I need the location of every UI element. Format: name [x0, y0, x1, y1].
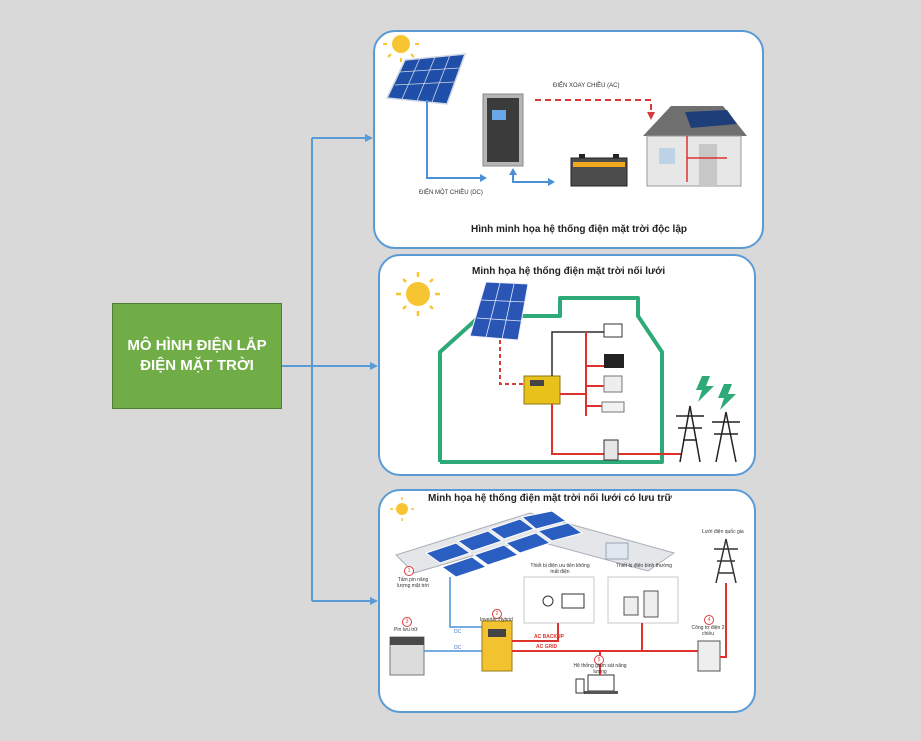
pylon-icon: [676, 405, 740, 463]
solar-panel-icon: [469, 281, 529, 341]
step-2-badge: 2: [492, 609, 502, 619]
battery-icon: [389, 636, 425, 676]
step-4-badge: 4: [704, 615, 714, 625]
inverter-label: Inverter Hybrid: [480, 617, 513, 623]
meter-label: Công tơ điện 2 chiều: [691, 625, 725, 637]
panel3-title: Minh họa hệ thống điện mặt trời nối lưới…: [428, 493, 672, 504]
grid-storage-diagram: [389, 497, 738, 694]
monitor-label: Hệ thống giám sát năng lượng: [573, 663, 627, 675]
panel-grid-storage: Minh họa hệ thống điện mặt trời nối lưới…: [378, 489, 756, 713]
dc-label-1: DC: [454, 629, 462, 635]
grid-tied-diagram: [396, 272, 740, 464]
solar-array-icon: [424, 510, 584, 578]
ac-grid-label: AC GRID: [536, 644, 558, 650]
step-3-badge: 3: [402, 617, 412, 627]
dc-label: ĐIỆN MỘT CHIỀU (DC): [419, 190, 483, 196]
sun-icon: [396, 272, 440, 316]
hybrid-inverter-icon: [481, 620, 513, 672]
panel2-title: Minh họa hệ thống điện mặt trời nối lưới: [472, 266, 666, 277]
meter-icon: [697, 640, 721, 672]
root-node: MÔ HÌNH ĐIỆN LẮP ĐIỆN MẶT TRỜI: [112, 303, 282, 409]
battery-icon: [570, 154, 628, 187]
house-outline: [438, 296, 664, 464]
normal-devices-box: [607, 576, 679, 624]
sun-icon: [383, 35, 419, 62]
washer-icon: [603, 375, 623, 393]
solar-panel-icon: [385, 53, 467, 105]
grid-label: Lưới điện quốc gia: [702, 529, 744, 535]
step-1-badge: 1: [404, 566, 414, 576]
lamp-icon: [542, 595, 554, 607]
battery-label: Pin lưu trữ: [394, 627, 418, 633]
tv-icon: [604, 354, 624, 368]
ac-backup-label: AC BACKUP: [534, 634, 564, 640]
normal-devices-label: Thiết bị điện bình thường: [615, 563, 673, 569]
pylon-icon: [714, 538, 738, 584]
root-title-line2: ĐIỆN MẶT TRỜI: [140, 357, 254, 374]
window-icon: [605, 542, 629, 560]
ac-label: ĐIỆN XOAY CHIỀU (AC): [553, 83, 620, 89]
house-icon: [643, 106, 747, 187]
laptop-icon: [603, 323, 623, 338]
aircon-icon: [601, 401, 625, 413]
solar-label: Tấm pin năng lượng mặt trời: [397, 577, 429, 589]
priority-devices-label: Thiết bị điện ưu tiên không mất điện: [530, 563, 590, 575]
dc-label-2: DC: [454, 645, 462, 651]
meter-icon: [603, 439, 619, 461]
lightning-icon: [696, 376, 736, 410]
tv-icon: [561, 593, 585, 609]
inverter-icon: [482, 93, 524, 167]
panel-grid-tied: Minh họa hệ thống điện mặt trời nối lưới: [378, 254, 756, 476]
root-title-line1: MÔ HÌNH ĐIỆN LẮP: [127, 337, 267, 354]
laptop-icon: [575, 674, 618, 694]
off-grid-diagram: [383, 35, 747, 187]
sun-icon: [390, 497, 414, 521]
step-5-badge: 5: [594, 655, 604, 665]
roof: [395, 512, 676, 574]
washer-icon: [623, 596, 639, 616]
inverter-icon: [523, 375, 561, 405]
fridge-icon: [643, 590, 659, 618]
panel-off-grid: ĐIỆN XOAY CHIỀU (AC) ĐIỆN MỘT CHIỀU (DC)…: [373, 30, 764, 249]
panel1-caption: Hình minh họa hệ thống điện mặt trời độc…: [471, 224, 687, 235]
